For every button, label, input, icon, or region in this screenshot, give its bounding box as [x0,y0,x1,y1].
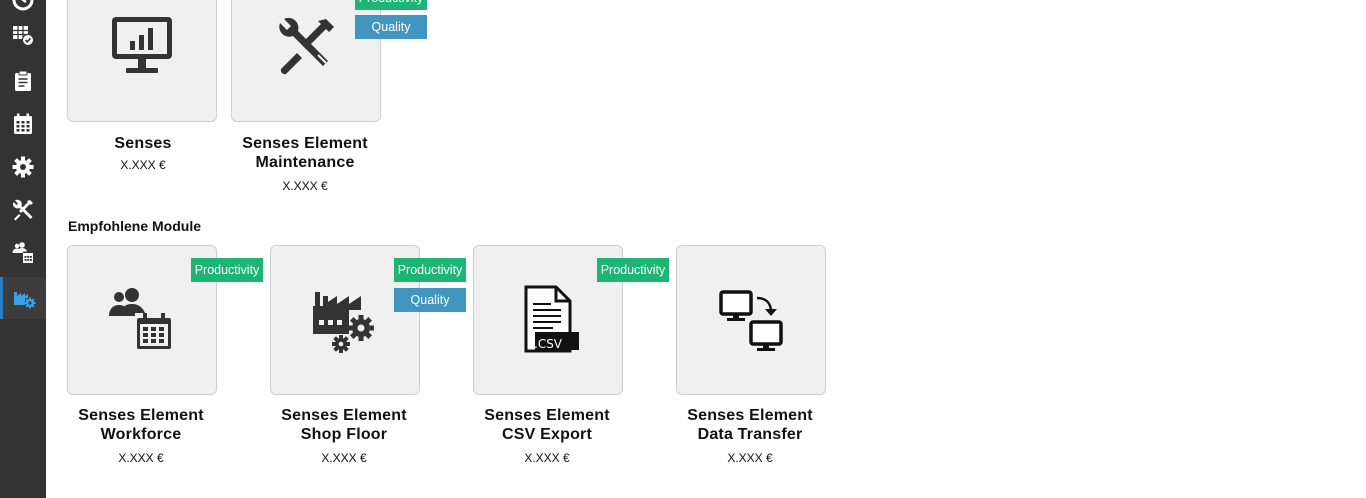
tag-productivity: Productivity [191,258,263,282]
gear-icon [12,156,34,178]
tag-productivity: Productivity [597,258,669,282]
sidebar-item-calendar[interactable] [0,103,46,145]
data-transfer-icon [719,290,783,351]
module-name: Senses [114,135,172,152]
factory-gear-icon [13,292,35,309]
module-price: X.XXX € [120,158,166,172]
sidebar-item-shop-floor[interactable] [0,277,46,319]
module-card-data-transfer[interactable] [676,245,826,395]
tools-icon [13,199,33,221]
monitor-chart-icon [112,17,172,73]
module-price: X.XXX € [118,451,164,465]
tag-productivity: Productivity [394,258,466,282]
clock-icon [12,0,34,11]
module-name: Senses Element Maintenance [242,135,368,171]
csv-file-icon [524,285,579,353]
calendar-icon [14,113,32,134]
sidebar [0,0,46,498]
sidebar-item-table-check[interactable] [0,14,46,56]
main-content: Senses X.XXX € Productivity Quality Sens… [46,0,1366,498]
wrench-screwdriver-icon [279,17,334,75]
table-check-icon [13,26,34,46]
module-name: Senses Element Data Transfer [687,407,813,443]
module-name: Senses Element Workforce [78,407,204,443]
module-price: X.XXX € [727,451,773,465]
sidebar-item-clipboard[interactable] [0,60,46,102]
sidebar-item-settings[interactable] [0,146,46,188]
module-name: Senses Element CSV Export [484,407,610,443]
section-title-recommended: Empfohlene Module [68,218,201,234]
csv-label: .CSV [534,337,563,351]
tag-quality: Quality [394,288,466,312]
sidebar-item-tools[interactable] [0,189,46,231]
tag-productivity: Productivity [355,0,427,10]
module-card-senses[interactable] [67,0,217,122]
clipboard-icon [15,70,31,91]
sidebar-item-clock[interactable] [0,0,46,21]
module-price: X.XXX € [524,451,570,465]
sidebar-item-workforce[interactable] [0,232,46,274]
tag-quality: Quality [355,15,427,39]
module-name: Senses Element Shop Floor [281,407,407,443]
people-calendar-icon [109,288,171,349]
people-calendar-icon [12,242,33,263]
module-price: X.XXX € [321,451,367,465]
module-price: X.XXX € [282,179,328,193]
factory-gears-icon [313,292,374,353]
